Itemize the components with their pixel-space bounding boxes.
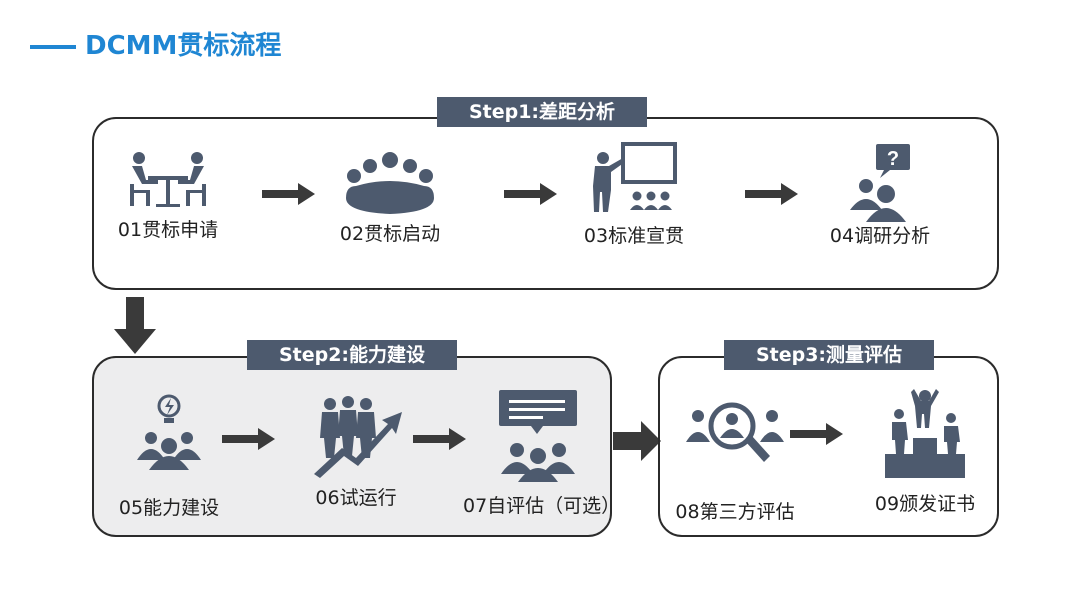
question-survey-icon: ? <box>850 144 910 222</box>
stage-2-item-3: 07自评估（可选） <box>463 388 621 518</box>
idea-team-icon <box>137 394 201 470</box>
presentation-icon <box>593 142 677 212</box>
svg-text:?: ? <box>887 148 899 170</box>
stage-3-item-1: 08第三方评估 <box>670 398 800 524</box>
stage-1-item-3-label: 03标准宣贯 <box>583 225 685 247</box>
flow-arrow-icon <box>745 183 798 205</box>
stage-1-label: Step1:差距分析 <box>437 97 647 127</box>
meeting-table-icon <box>130 152 206 207</box>
flow-arrow-icon <box>613 421 661 461</box>
stage-2-label: Step2:能力建设 <box>247 340 457 370</box>
feedback-team-icon <box>499 390 577 482</box>
flow-arrow-icon <box>262 183 315 205</box>
magnifier-team-icon <box>686 402 784 462</box>
stage-1-item-4: ? 04调研分析 <box>815 144 945 248</box>
stage-3-label: Step3:测量评估 <box>724 340 934 370</box>
flow-arrow-icon <box>413 428 466 450</box>
title-accent-bar <box>30 45 76 49</box>
stage-1-item-4-label: 04调研分析 <box>829 225 931 247</box>
flow-arrow-icon <box>790 423 843 445</box>
stage-3-item-2-label: 09颁发证书 <box>874 493 976 515</box>
group-meeting-icon <box>346 152 434 214</box>
stage-2-item-1: 05能力建设 <box>104 394 234 520</box>
page-title: DCMM贯标流程 <box>85 31 282 61</box>
stage-1-item-1: 01贯标申请 <box>108 150 228 242</box>
stage-2-item-3-label: 07自评估（可选） <box>463 495 621 517</box>
podium-icon <box>885 389 965 478</box>
flow-arrow-icon <box>504 183 557 205</box>
stage-2-item-2: 06试运行 <box>296 396 416 510</box>
down-arrow-icon <box>114 297 156 354</box>
growth-team-icon <box>314 396 402 478</box>
stage-1-item-2-label: 02贯标启动 <box>339 223 441 245</box>
stage-2-item-2-label: 06试运行 <box>315 487 397 509</box>
flow-arrow-icon <box>222 428 275 450</box>
stage-1-item-1-label: 01贯标申请 <box>117 219 219 241</box>
stage-3-item-2: 09颁发证书 <box>860 388 990 516</box>
stage-1-item-3: 03标准宣贯 <box>569 142 699 248</box>
stage-2-item-1-label: 05能力建设 <box>118 497 220 519</box>
stage-1-item-2: 02贯标启动 <box>325 150 455 246</box>
stage-3-item-1-label: 08第三方评估 <box>675 501 795 523</box>
